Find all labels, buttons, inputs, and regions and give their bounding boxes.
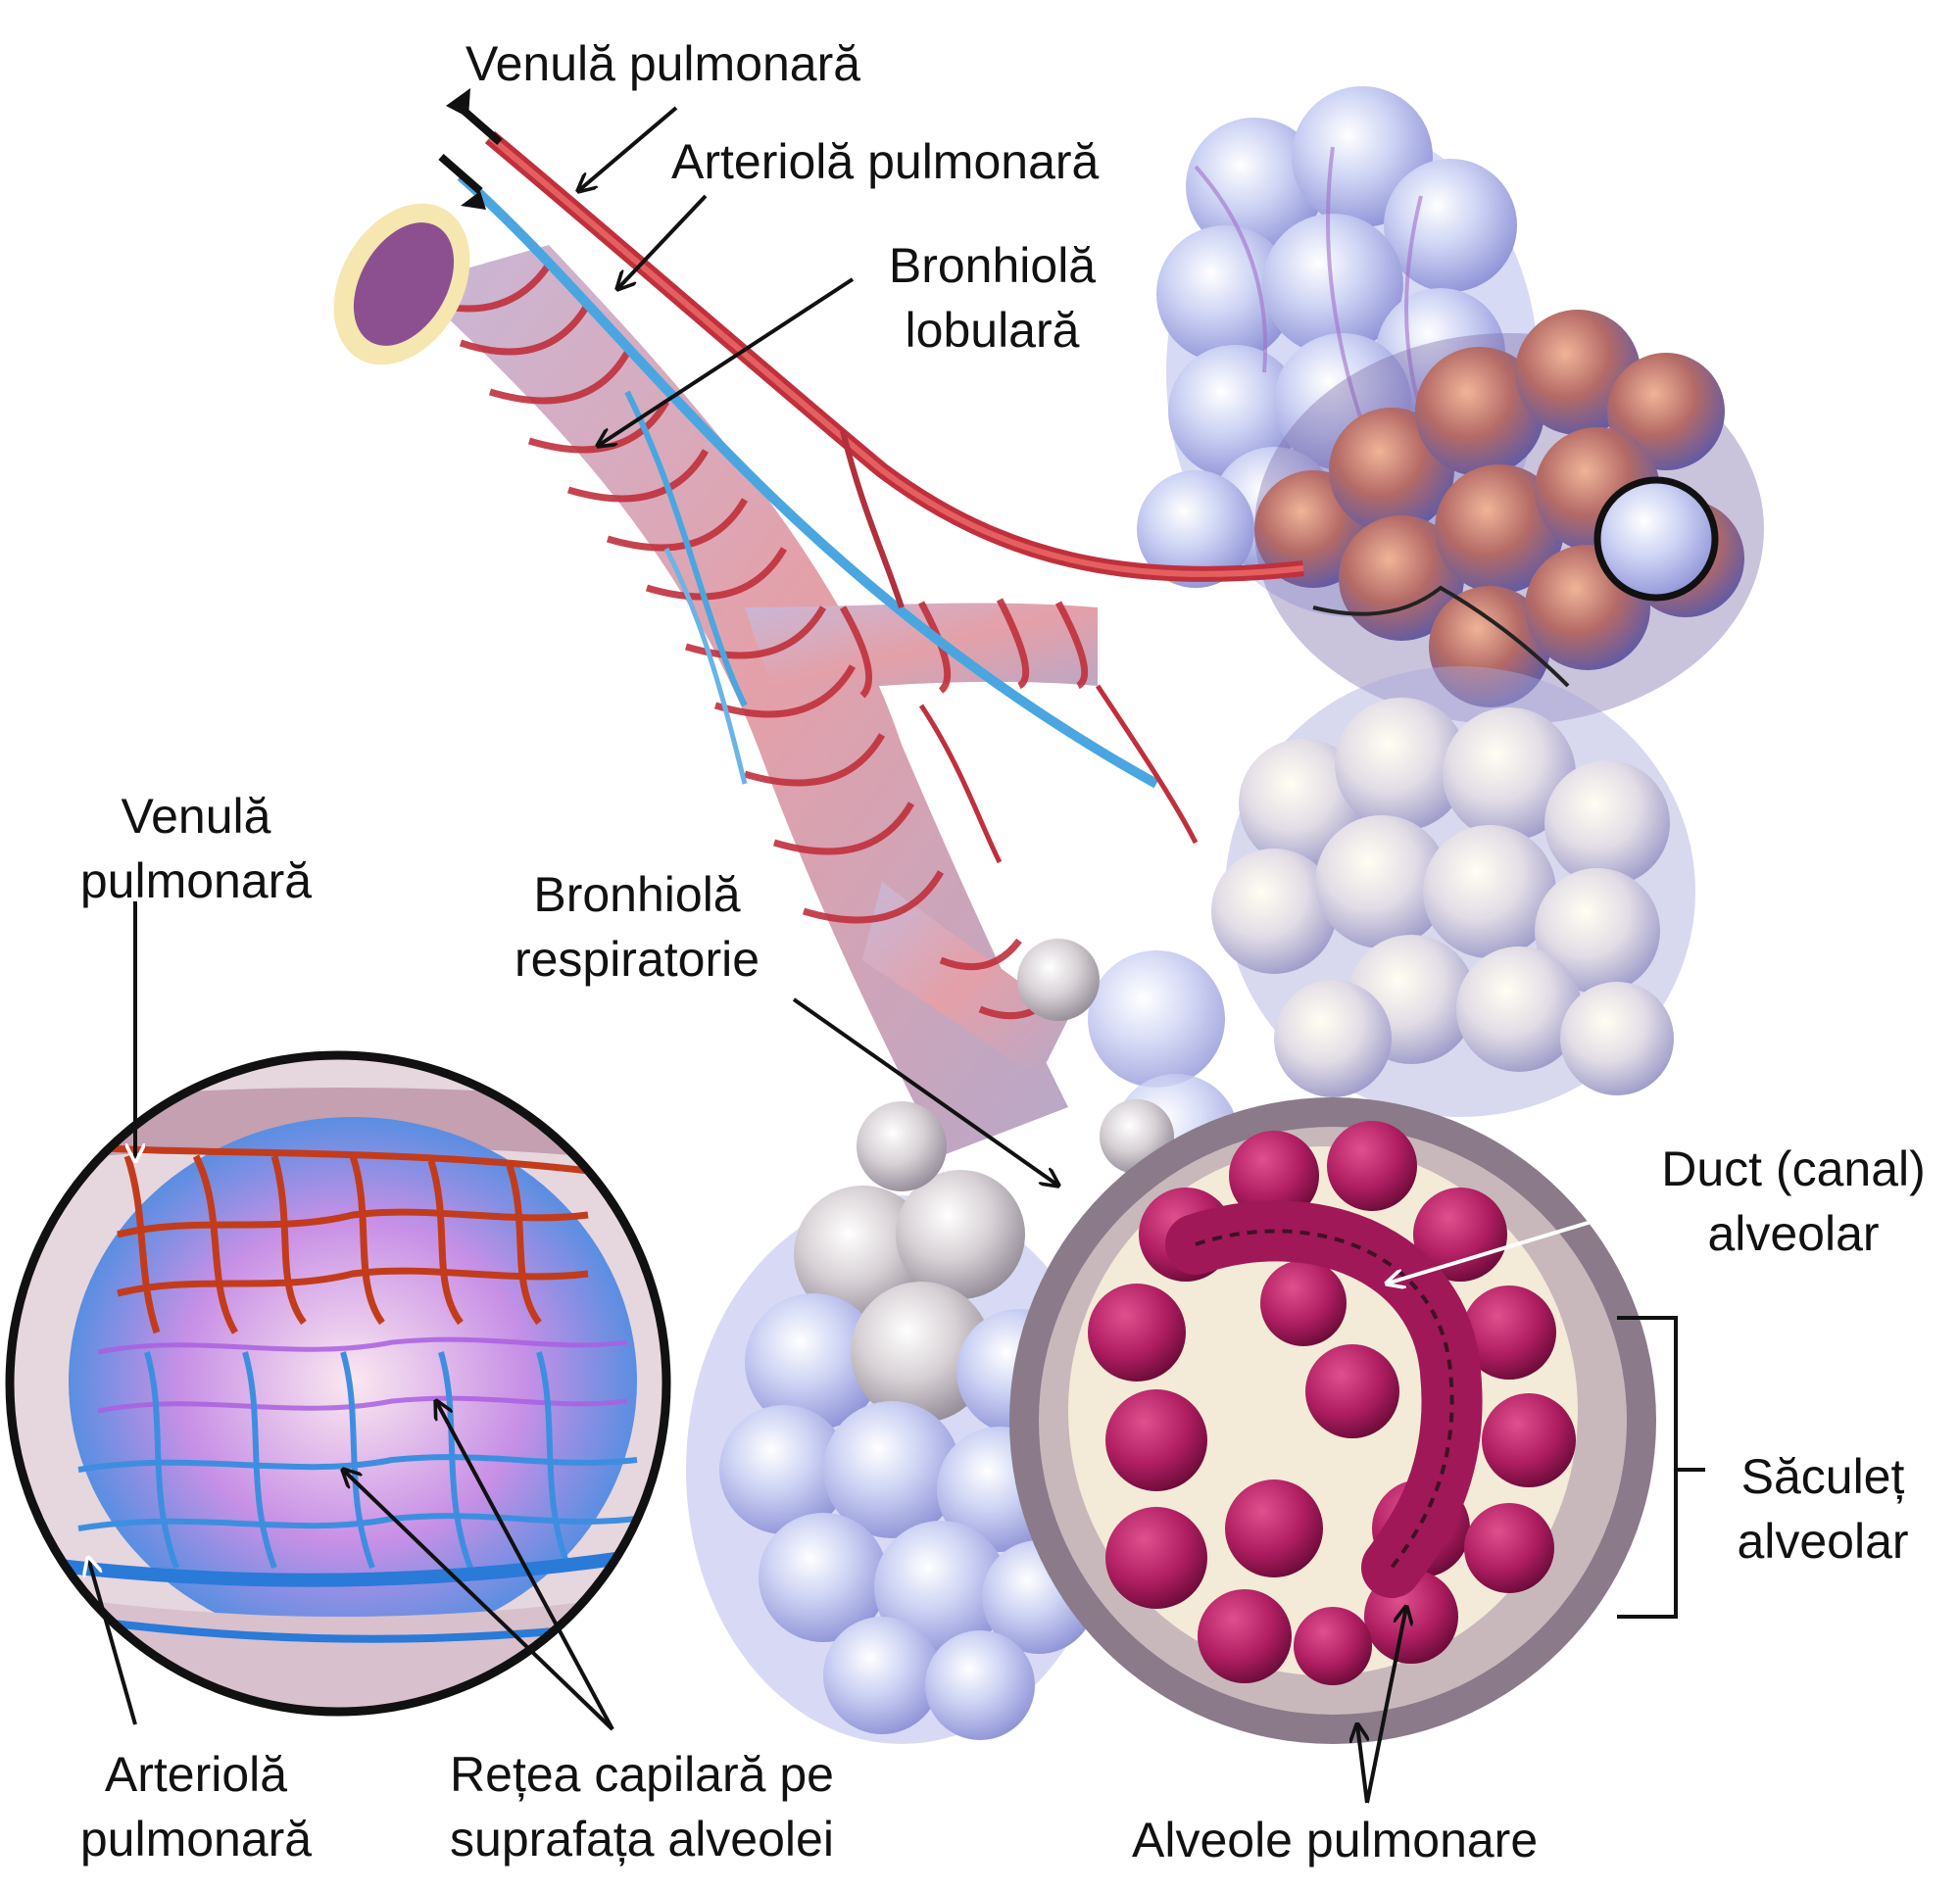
label-alveole-pulmonare: Alveole pulmonare — [1132, 1813, 1539, 1867]
leader-alveole-2 — [1365, 1607, 1406, 1804]
leader-lines — [88, 106, 1647, 1804]
upper-alveolar-cluster — [1137, 86, 1539, 617]
label-line: respiratorie — [514, 932, 760, 987]
label-line: Arteriolă — [104, 1747, 288, 1802]
label-line: Săculeț — [1740, 1449, 1905, 1504]
label-retea-capilara: Rețea capilară pe suprafața alveolei — [402, 1742, 882, 1871]
respiratory-alveoli — [857, 939, 1174, 1191]
leader-retea-1 — [343, 1470, 614, 1731]
label-line: suprafața alveolei — [450, 1812, 834, 1867]
label-line: Bronhiolă — [888, 238, 1097, 293]
capillary-inset — [5, 1050, 671, 1717]
leader-alveole-1 — [1357, 1724, 1367, 1804]
leader-arteriola-top — [617, 194, 708, 289]
leader-arteriola-inset — [88, 1558, 137, 1725]
label-line: pulmonară — [79, 1812, 313, 1867]
label-line: Duct (canal) — [1661, 1141, 1926, 1196]
alveolar-sac — [1009, 1097, 1656, 1744]
leader-bronhiola-lobulara — [598, 277, 855, 446]
leader-duct-alveolar — [1387, 1203, 1647, 1284]
label-line: Venulă — [121, 789, 271, 844]
brown-alveolar-cluster — [1254, 310, 1764, 725]
label-bronhiola-respiratorie: Bronhiolă respiratorie — [480, 862, 794, 992]
cream-alveolar-cluster — [1211, 666, 1695, 1117]
label-line: lobulară — [905, 303, 1080, 358]
pulmonary-vessels — [438, 88, 1304, 864]
label-duct-alveolar: Duct (canal) alveolar — [1637, 1137, 1950, 1266]
label-line: alveolar — [1737, 1514, 1909, 1569]
label-line: Rețea capilară pe — [450, 1747, 834, 1802]
label-venula-pulmonara-inset: Venulă pulmonară — [49, 784, 343, 913]
label-bronhiola-lobulara: Bronhiolă lobulară — [853, 233, 1132, 363]
label-arteriola-pulmonara-top: Arteriolă pulmonară — [671, 134, 1100, 189]
label-venula-pulmonara-top: Venulă pulmonară — [466, 36, 861, 91]
saculet-bracket — [1617, 1316, 1705, 1619]
leader-retea-2 — [436, 1401, 614, 1730]
label-saculet-alveolar: Săculeț alveolar — [1700, 1444, 1945, 1574]
label-line: alveolar — [1707, 1206, 1880, 1261]
leader-venula-top — [578, 106, 678, 191]
label-arteriola-pulmonara-inset: Arteriolă pulmonară — [49, 1742, 343, 1871]
leader-bronhiola-respiratorie — [792, 997, 1058, 1186]
label-line: Bronhiolă — [533, 867, 741, 922]
label-line: pulmonară — [79, 853, 313, 908]
